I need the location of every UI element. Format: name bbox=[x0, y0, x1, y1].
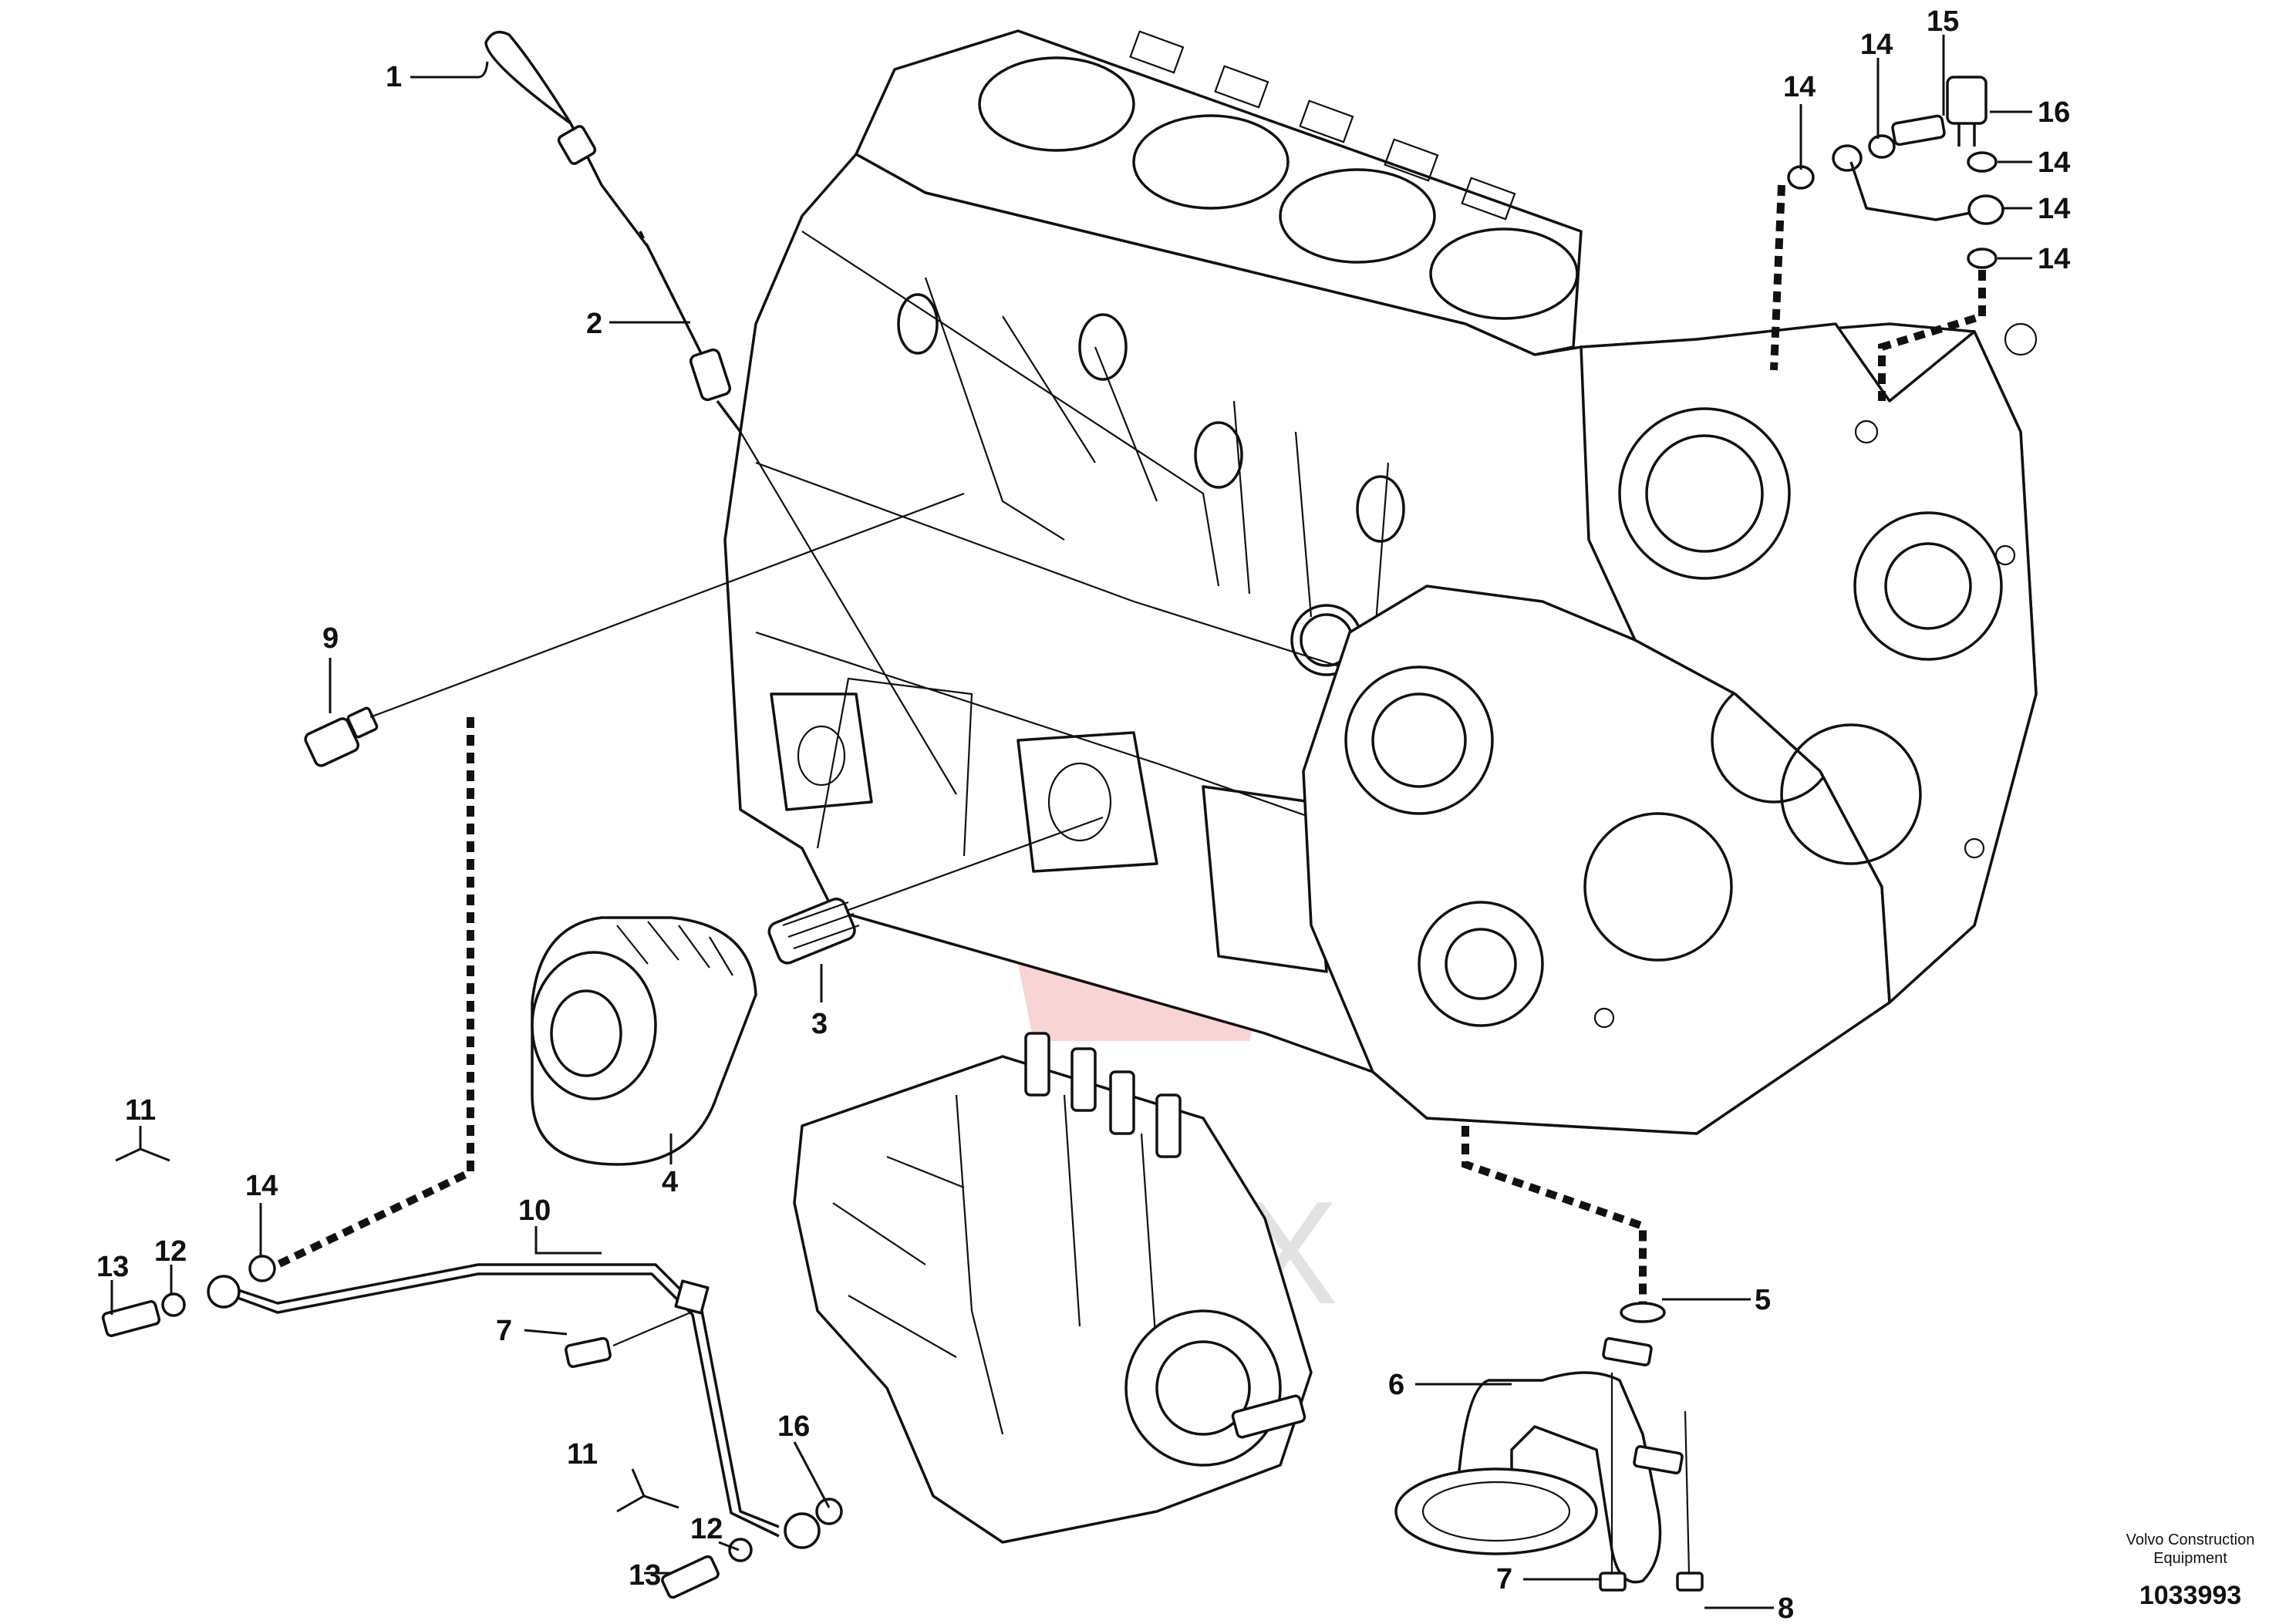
filter-nipple bbox=[767, 816, 1104, 965]
callout-7-upper: 7 bbox=[496, 1315, 512, 1347]
oil-strainer bbox=[1394, 1302, 1704, 1592]
callout-14-pump: 16 bbox=[777, 1410, 810, 1443]
cylinder-block bbox=[723, 29, 2038, 1135]
callout-14-right-a: 14 bbox=[2038, 147, 2070, 179]
caption-line-2: Equipment bbox=[2153, 1550, 2227, 1567]
callout-13-lower: 13 bbox=[629, 1559, 661, 1592]
callout-3: 3 bbox=[811, 1008, 828, 1040]
callout-1: 1 bbox=[386, 61, 402, 93]
callout-11-upper: 11 bbox=[125, 1094, 156, 1127]
bolt-clamp bbox=[565, 1309, 695, 1368]
oil-pressure-switch bbox=[304, 492, 965, 767]
dashed-link-5 bbox=[1462, 1126, 1647, 1303]
banjo-bolt-left bbox=[101, 1255, 276, 1337]
callout-4: 4 bbox=[662, 1166, 678, 1198]
callout-14-top-b: 14 bbox=[1860, 29, 1893, 61]
top-right-banjo-assembly bbox=[1787, 76, 2004, 269]
callout-14-left: 14 bbox=[245, 1170, 278, 1202]
dipstick-guide bbox=[689, 348, 957, 795]
oil-filter bbox=[531, 916, 757, 1166]
dashed-link-9 bbox=[275, 717, 474, 1269]
drawing-caption: Volvo Construction Equipment 1033993 bbox=[2126, 1531, 2255, 1610]
callout-15: 14 bbox=[2038, 193, 2070, 225]
drawing-number: 1033993 bbox=[2139, 1581, 2241, 1610]
callout-13-upper: 13 bbox=[96, 1251, 129, 1283]
injection-pump bbox=[793, 1032, 1313, 1544]
banjo-bolt-bottom bbox=[661, 1498, 843, 1599]
callout-16-top: 15 bbox=[1927, 5, 1959, 38]
dipstick bbox=[484, 30, 703, 355]
callout-14-top-a: 14 bbox=[1783, 71, 1816, 103]
callout-6: 6 bbox=[1388, 1369, 1404, 1401]
callout-12-lower: 12 bbox=[690, 1513, 723, 1545]
callout-16-right: 16 bbox=[2038, 96, 2070, 129]
callout-12-upper: 12 bbox=[154, 1235, 187, 1268]
callout-10: 10 bbox=[518, 1194, 551, 1227]
callout-11-lower: 11 bbox=[567, 1438, 598, 1471]
callout-9: 9 bbox=[322, 622, 339, 655]
callout-5: 5 bbox=[1755, 1284, 1771, 1316]
oil-pipe bbox=[207, 1263, 821, 1549]
callout-8: 8 bbox=[1778, 1592, 1794, 1624]
dashed-link-14-right bbox=[1878, 270, 1986, 401]
callout-2: 2 bbox=[586, 308, 602, 340]
callout-14-right-b: 14 bbox=[2038, 243, 2070, 275]
dashed-link-14-top bbox=[1770, 184, 1785, 371]
leader-lines bbox=[110, 35, 2032, 1609]
callout-7-lower: 7 bbox=[1496, 1563, 1512, 1595]
caption-line-1: Volvo Construction bbox=[2126, 1531, 2255, 1548]
